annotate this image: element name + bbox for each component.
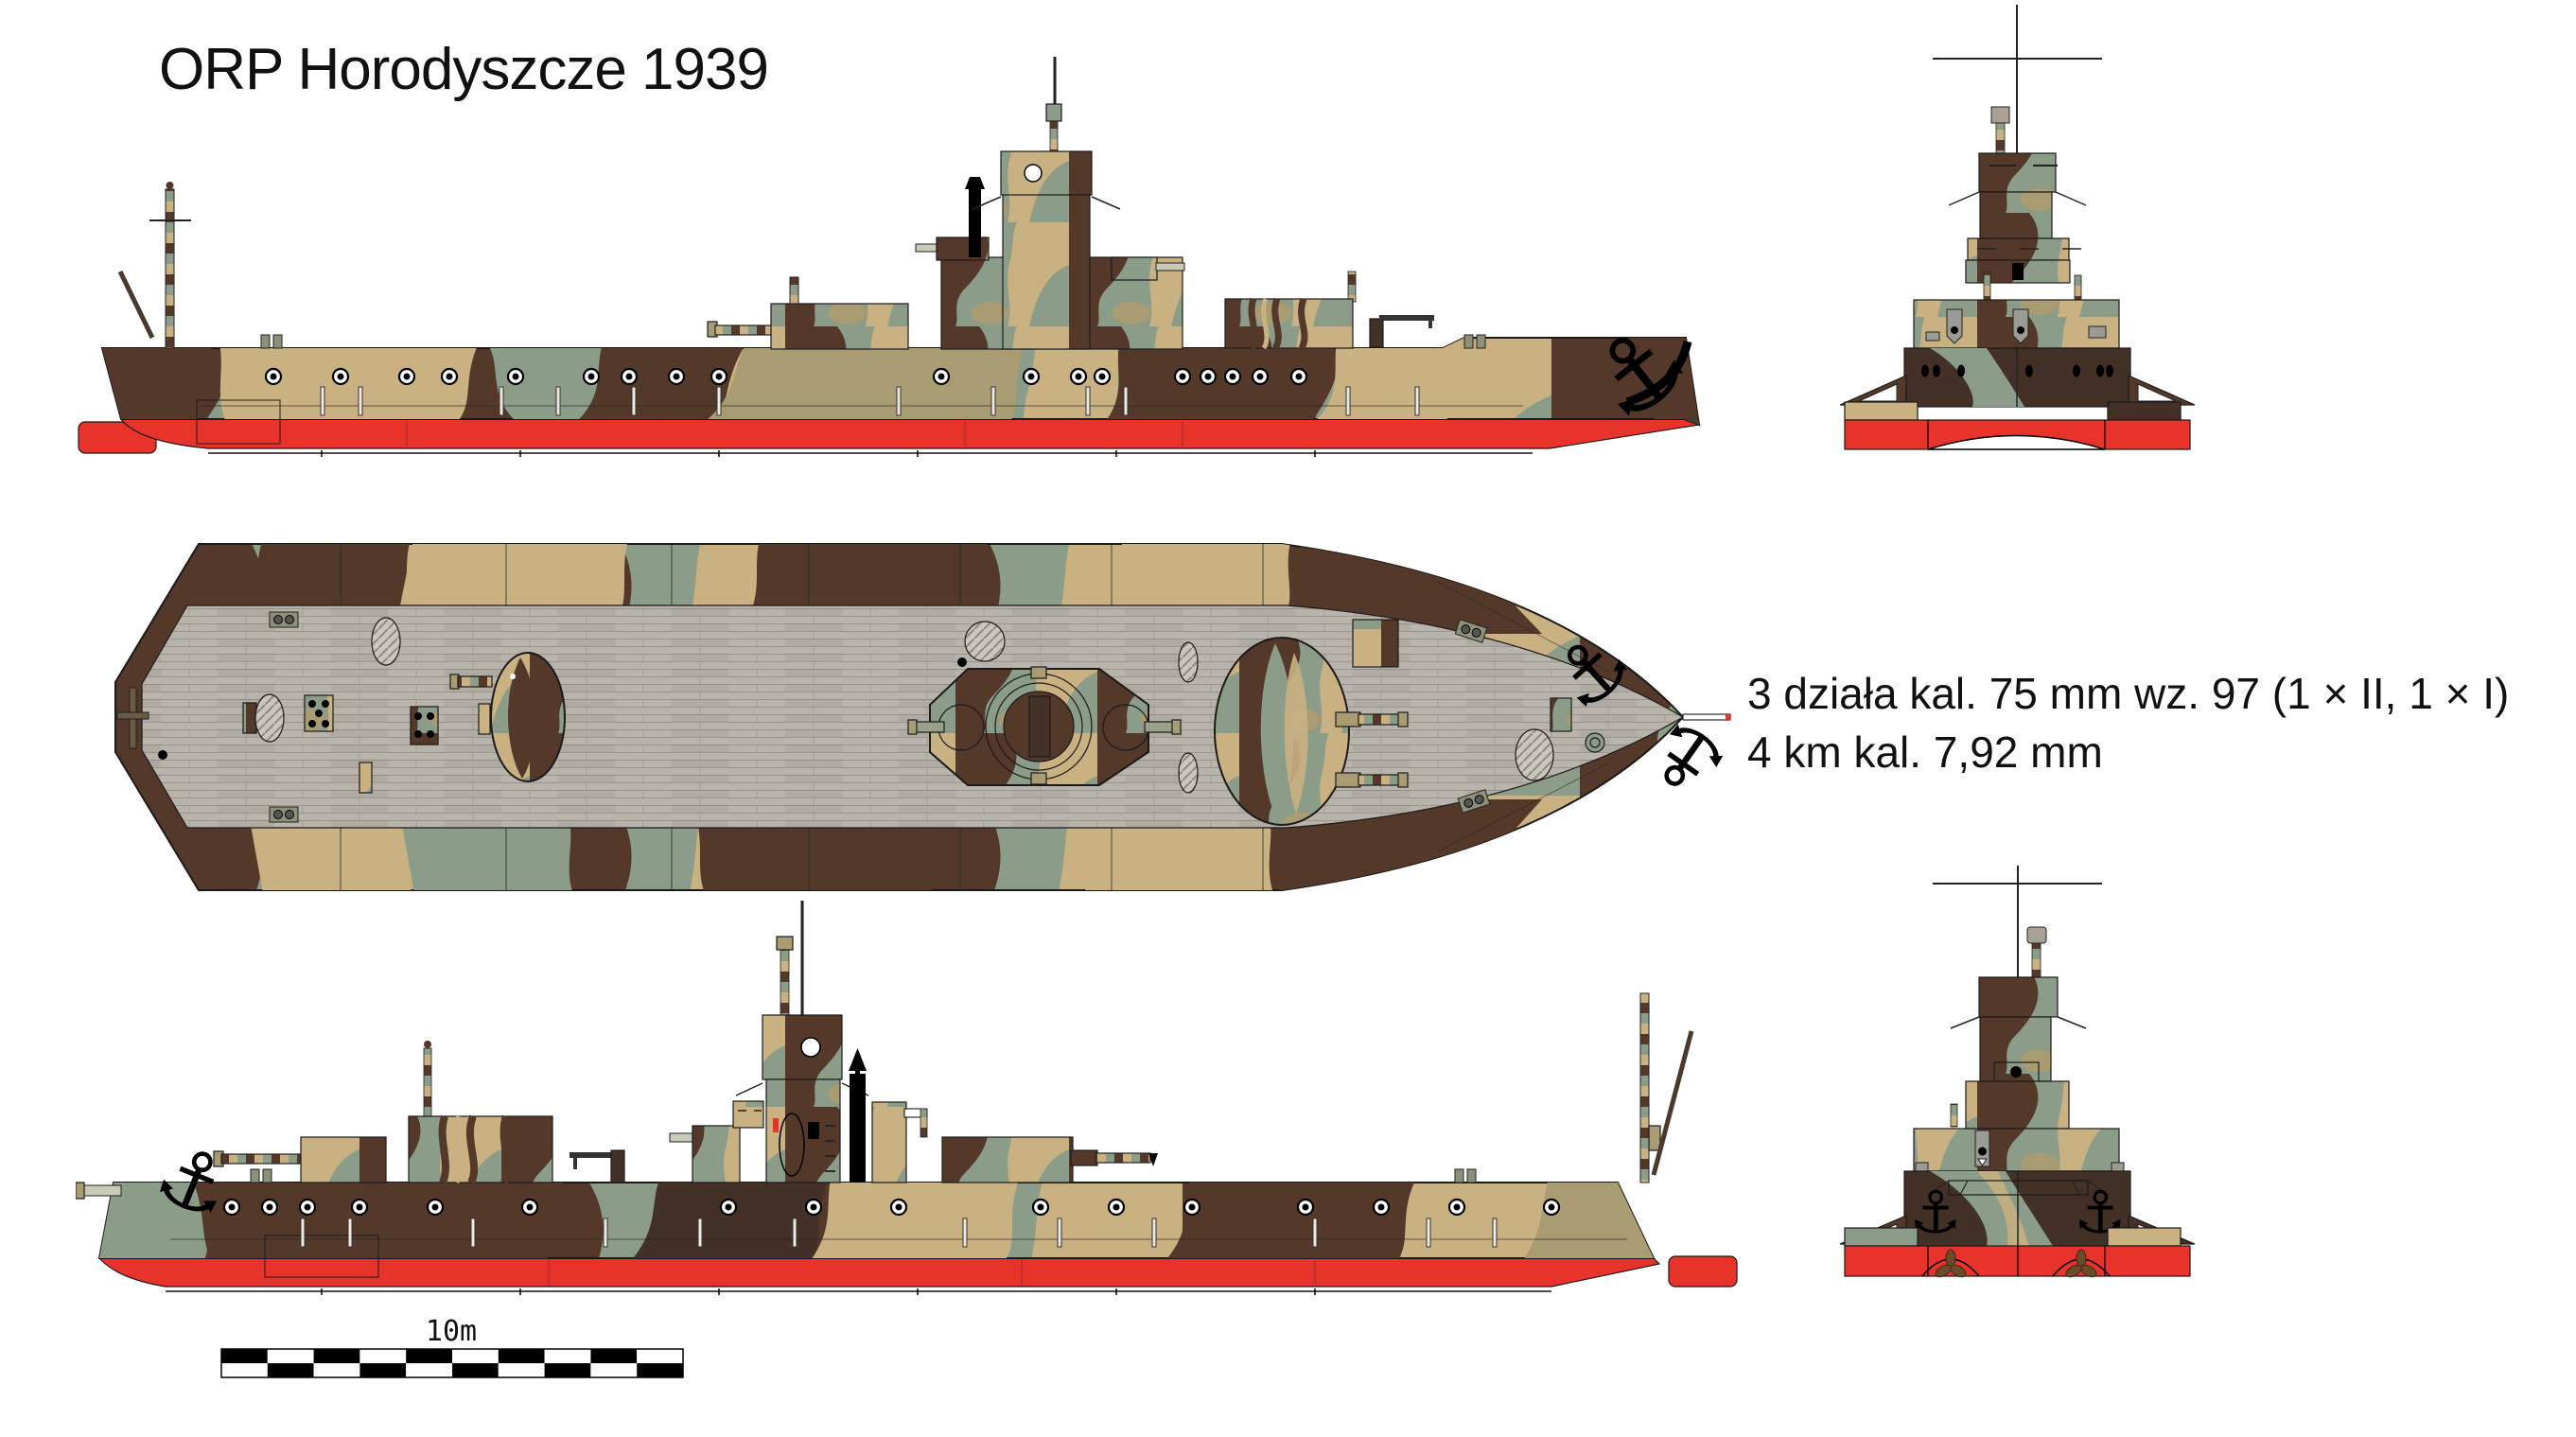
- keel-line: [166, 1288, 1551, 1295]
- gun-barrel: [1335, 711, 1409, 727]
- page-title: ORP Horodyszcze 1939: [159, 37, 769, 102]
- funnel: [849, 1048, 867, 1183]
- hull-side: [100, 337, 1701, 447]
- keel-line: [208, 450, 1533, 457]
- scale-bar-segment: [267, 1349, 314, 1363]
- hull-block: [1903, 347, 2131, 408]
- side-profile-port-view: ⚓: [78, 57, 1711, 457]
- scale-bar-label: 10m: [425, 1315, 478, 1348]
- side-profile-starboard-view: ⚓: [76, 901, 1738, 1295]
- armament-line-2: 4 km kal. 7,92 mm: [1747, 727, 2103, 777]
- bitts: [1454, 1168, 1477, 1183]
- bridge-gun-right: [1111, 256, 1185, 281]
- stern-mast: [1639, 992, 1661, 1183]
- bollard-pair: [269, 611, 299, 628]
- masthead-lantern: [2026, 926, 2047, 944]
- hull-bottom-red: [119, 418, 1702, 449]
- scale-bar-segment: [313, 1349, 360, 1363]
- citadel-structure: [907, 666, 1182, 786]
- aft-turret-top: [449, 652, 566, 782]
- bollard-pair: [269, 806, 299, 823]
- scale-bar-segment: [406, 1363, 452, 1377]
- hull-block: ⚓ ⚓: [1903, 1170, 2131, 1247]
- armament-line-1: 3 działa kal. 75 mm wz. 97 (1 × II, 1 × …: [1747, 669, 2510, 718]
- periscope-slots: [1925, 308, 2107, 344]
- scale-bar-segment: [544, 1349, 591, 1363]
- stern-end-view: ⚓ ⚓: [1839, 866, 2196, 1280]
- scale-bar-segment: [221, 1363, 268, 1377]
- hull-bottom-red: [97, 1257, 1661, 1288]
- lookout-cabin: [1978, 976, 2059, 1018]
- bridge-tier: [1913, 1128, 2120, 1172]
- scale-bar-segment: [452, 1349, 499, 1363]
- tower-tier: [1979, 191, 2053, 239]
- hull-bottom-red: [1844, 1245, 2191, 1280]
- scale-bar-segment: [359, 1363, 407, 1377]
- sponson-gun-right: [1102, 704, 1182, 751]
- steering-gear: [116, 687, 167, 760]
- rudder-block: [1668, 1255, 1738, 1288]
- signal-pole: [1347, 271, 1357, 303]
- scale-bar-segment: [359, 1349, 407, 1363]
- gun-barrel: [1335, 772, 1409, 788]
- armament-note: 3 działa kal. 75 mm wz. 97 (1 × II, 1 × …: [1747, 664, 2509, 781]
- scale-bar-segment: [452, 1363, 499, 1377]
- scale-bar-segment: [544, 1363, 591, 1377]
- scale-bar: [220, 1348, 684, 1378]
- conning-tower: [735, 901, 869, 1183]
- aft-turret-75mm: [920, 1108, 1158, 1183]
- forward-screen: [1224, 297, 1354, 350]
- scale-bar-segment: [590, 1349, 638, 1363]
- mg-pedestal: [570, 1149, 625, 1183]
- scale-bar-segment: [221, 1349, 268, 1363]
- jackstaff: [1682, 713, 1731, 721]
- hatch-skylight: [410, 706, 439, 745]
- deck-plan-view: ⚓ ⚓: [114, 543, 1731, 891]
- bow-gun: [76, 1182, 122, 1200]
- lookout-porthole: [1024, 164, 1043, 183]
- lookout-porthole: [800, 1037, 821, 1058]
- sponson-supports: [1839, 1215, 2196, 1247]
- ladder: [825, 1125, 835, 1172]
- masthead-lantern: [1990, 106, 2010, 124]
- mg-pedestal: [1369, 315, 1434, 348]
- scale-bar-segment: [637, 1363, 683, 1377]
- bridge-gun-right: [871, 1101, 928, 1183]
- tower-door: [779, 1113, 805, 1177]
- hatch-square: [1352, 619, 1399, 668]
- forward-screen: [408, 1041, 553, 1184]
- stern-davit: [1651, 1030, 1694, 1176]
- sponson-gun-left: [907, 704, 985, 751]
- bitts: [250, 1168, 272, 1183]
- scale-bar-segment: [498, 1363, 545, 1377]
- lookout-cabin: [1978, 152, 2057, 193]
- aft-mast: [149, 182, 191, 349]
- stern-davit: [117, 270, 155, 340]
- hatch-skylight: [304, 694, 334, 732]
- scale-bar-segment: [637, 1349, 683, 1363]
- twin-turret-top: [1214, 637, 1409, 826]
- scale-bar-segment: [267, 1363, 314, 1377]
- hull-bottom-red: [1844, 419, 2191, 450]
- bow-end-view: [1839, 5, 2196, 450]
- grating-round: [964, 621, 1006, 662]
- bitts: [260, 334, 283, 349]
- nav-light: [773, 1118, 779, 1132]
- scale-bar-segment: [313, 1363, 360, 1377]
- scale-bar-segment: [406, 1349, 452, 1363]
- grating-oval: [1515, 728, 1554, 781]
- bridge-gun-left: [669, 1125, 741, 1183]
- scale-bar-segment: [590, 1363, 638, 1377]
- grating-oval: [371, 617, 401, 666]
- grating-oval: [254, 693, 285, 743]
- forward-turret-75mm: [213, 1136, 387, 1183]
- conning-tower: [972, 57, 1121, 350]
- periscope-slot: [1974, 1130, 1990, 1167]
- scale-bar-segment: [498, 1349, 545, 1363]
- aft-turret-75mm: [707, 276, 909, 350]
